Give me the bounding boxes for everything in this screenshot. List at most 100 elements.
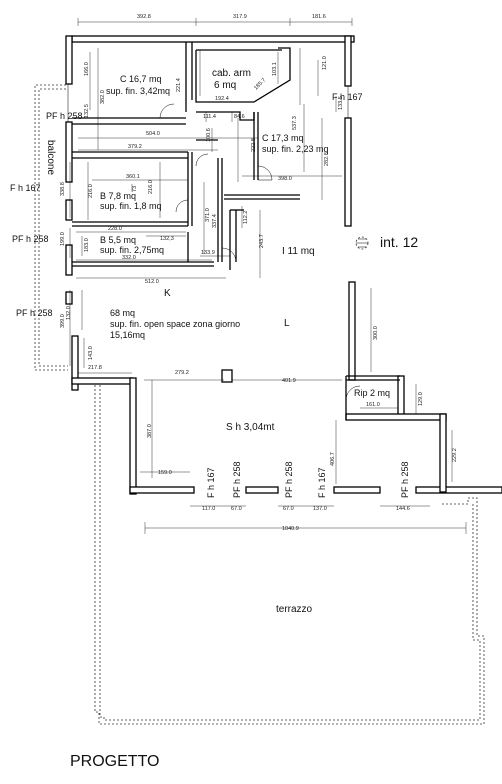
room-ingresso: I 11 mq xyxy=(282,246,315,257)
room-rip: Rip 2 mq xyxy=(354,388,390,398)
room-cab-size: 6 mq xyxy=(214,80,236,91)
dim-132-5: 132.5 xyxy=(84,104,90,118)
wall-top xyxy=(71,35,355,43)
dim-387: 387.0 xyxy=(147,424,153,438)
dim-282-8: 282.8 xyxy=(324,152,330,166)
dim-216: 216.0 xyxy=(88,184,94,198)
caption: PROGETTO xyxy=(70,753,160,770)
dim-67a: 67.0 xyxy=(231,506,242,512)
dim-121: 121.0 xyxy=(322,56,328,70)
dim-111-4: 111.4 xyxy=(203,114,216,120)
room-b2-name: B 5,5 mq xyxy=(100,235,136,245)
dim-279-2: 279.2 xyxy=(175,370,189,376)
dim-129: 129.0 xyxy=(418,392,424,406)
dim-117: 117.0 xyxy=(202,506,215,512)
wall-s-bottom-b xyxy=(245,486,279,494)
door-arc-c2 xyxy=(257,165,273,181)
dim-537-3: 537.3 xyxy=(292,116,298,130)
room-open-line2: 15,16mq xyxy=(110,330,145,340)
door-arc-corridor xyxy=(195,153,209,167)
wall-b1-top xyxy=(72,151,188,159)
window-label-f-right: F h 167 xyxy=(332,92,363,102)
door-arc-rip xyxy=(345,385,361,401)
dim-199: 199.0 xyxy=(60,232,66,246)
wall-s-right xyxy=(439,413,447,493)
room-cab-name: cab. arm xyxy=(212,68,251,79)
wall-c1-cab xyxy=(185,42,193,112)
dim-137: 137.0 xyxy=(313,506,327,512)
window-label-f-bottom-1: F h 167 xyxy=(206,467,216,498)
dim-133-5: 133.5 xyxy=(338,96,344,110)
wall-s-bottom-c xyxy=(333,486,381,494)
wall-corridor-right xyxy=(217,158,223,262)
dim-300: 300.0 xyxy=(373,326,379,340)
dim-192-4: 192.4 xyxy=(215,96,229,102)
wall-s-left-top xyxy=(71,377,133,385)
dim-217-8: 217.8 xyxy=(88,365,102,371)
dim-406-7: 406.7 xyxy=(330,452,336,466)
room-c2-sup: sup. fin. 2,23 mq xyxy=(262,144,329,154)
room-b1-name: B 7,8 mq xyxy=(100,191,136,201)
wall-left-b xyxy=(65,199,73,221)
wall-s-left xyxy=(129,377,137,495)
dim-222-8: 222.8 xyxy=(251,138,257,152)
wall-b1-bottom xyxy=(72,221,188,227)
wall-rip-top xyxy=(346,375,400,381)
dim-112-2: 112.2 xyxy=(243,211,249,224)
terrace-boundary xyxy=(94,385,485,725)
wall-s-bottom-a xyxy=(129,486,195,494)
window-label-pf-balcony-top: PF h 258 xyxy=(46,111,83,121)
wall-entry-left xyxy=(229,210,237,270)
dim-144-6: 144.6 xyxy=(396,506,410,512)
window-label-pf-bottom-1: PF h 258 xyxy=(232,461,242,498)
room-b1-sup: sup. fin. 1,8 mq xyxy=(100,201,162,211)
dim-181-6: 181.6 xyxy=(312,14,326,20)
wall-c2-vertical xyxy=(253,112,259,180)
wall-rip-bottom xyxy=(345,413,447,421)
dim-317-9: 317.9 xyxy=(233,14,247,20)
wall-left-c xyxy=(65,244,73,276)
room-open-line1: sup. fin. open space zona giorno xyxy=(110,319,240,329)
dim-lines xyxy=(69,18,467,534)
window-label-pf-left-low: PF h 258 xyxy=(16,308,53,318)
dim-371: 371.0 xyxy=(205,208,211,222)
room-s: S h 3,04mt xyxy=(226,422,275,433)
dim-73: 73 xyxy=(132,186,138,192)
room-l: L xyxy=(284,318,290,329)
wall-left-upper xyxy=(65,35,73,85)
dim-216b: 216.0 xyxy=(148,180,154,194)
dim-228: 228.0 xyxy=(108,226,122,232)
room-c1-name: C 16,7 mq xyxy=(120,74,162,84)
dim-166: 166.0 xyxy=(84,62,90,76)
wall-c1-corridor xyxy=(72,117,186,125)
balcony-boundary-inner xyxy=(38,88,68,367)
dim-1040-9: 1040.9 xyxy=(282,526,299,532)
dim-360-1: 360.1 xyxy=(126,174,140,180)
dim-161: 161.0 xyxy=(366,402,380,408)
window-label-pf-bottom-3: PF h 258 xyxy=(400,461,410,498)
room-k: K xyxy=(164,288,171,299)
dim-67b: 67.0 xyxy=(283,506,294,512)
balcony-label: balcone xyxy=(45,140,56,175)
door-arc-c1 xyxy=(159,103,175,119)
dim-398: 398.0 xyxy=(278,176,292,182)
wall-left-a xyxy=(65,121,73,183)
room-open-size: 68 mq xyxy=(110,308,135,318)
dim-229-2: 229.2 xyxy=(452,448,458,462)
dim-132: 132.0 xyxy=(66,306,72,320)
dim-512: 512.0 xyxy=(145,279,159,285)
wall-c2-bottom xyxy=(224,194,300,200)
dim-504: 504.0 xyxy=(146,131,160,137)
apartment-number: int. 12 xyxy=(380,234,418,250)
wall-cab-closet xyxy=(195,47,291,103)
dim-382: 382.0 xyxy=(100,90,106,104)
terrace-label: terrazzo xyxy=(276,604,313,615)
dim-337-4: 337.4 xyxy=(212,214,218,228)
wall-left-d xyxy=(65,291,73,305)
dim-84-6: 84.6 xyxy=(234,114,245,120)
room-c2-name: C 17,3 mq xyxy=(262,133,304,143)
dim-243-7: 243.7 xyxy=(259,234,265,248)
dim-185-7: 185.7 xyxy=(253,77,267,91)
window-label-pf-bottom-2: PF h 258 xyxy=(284,461,294,498)
